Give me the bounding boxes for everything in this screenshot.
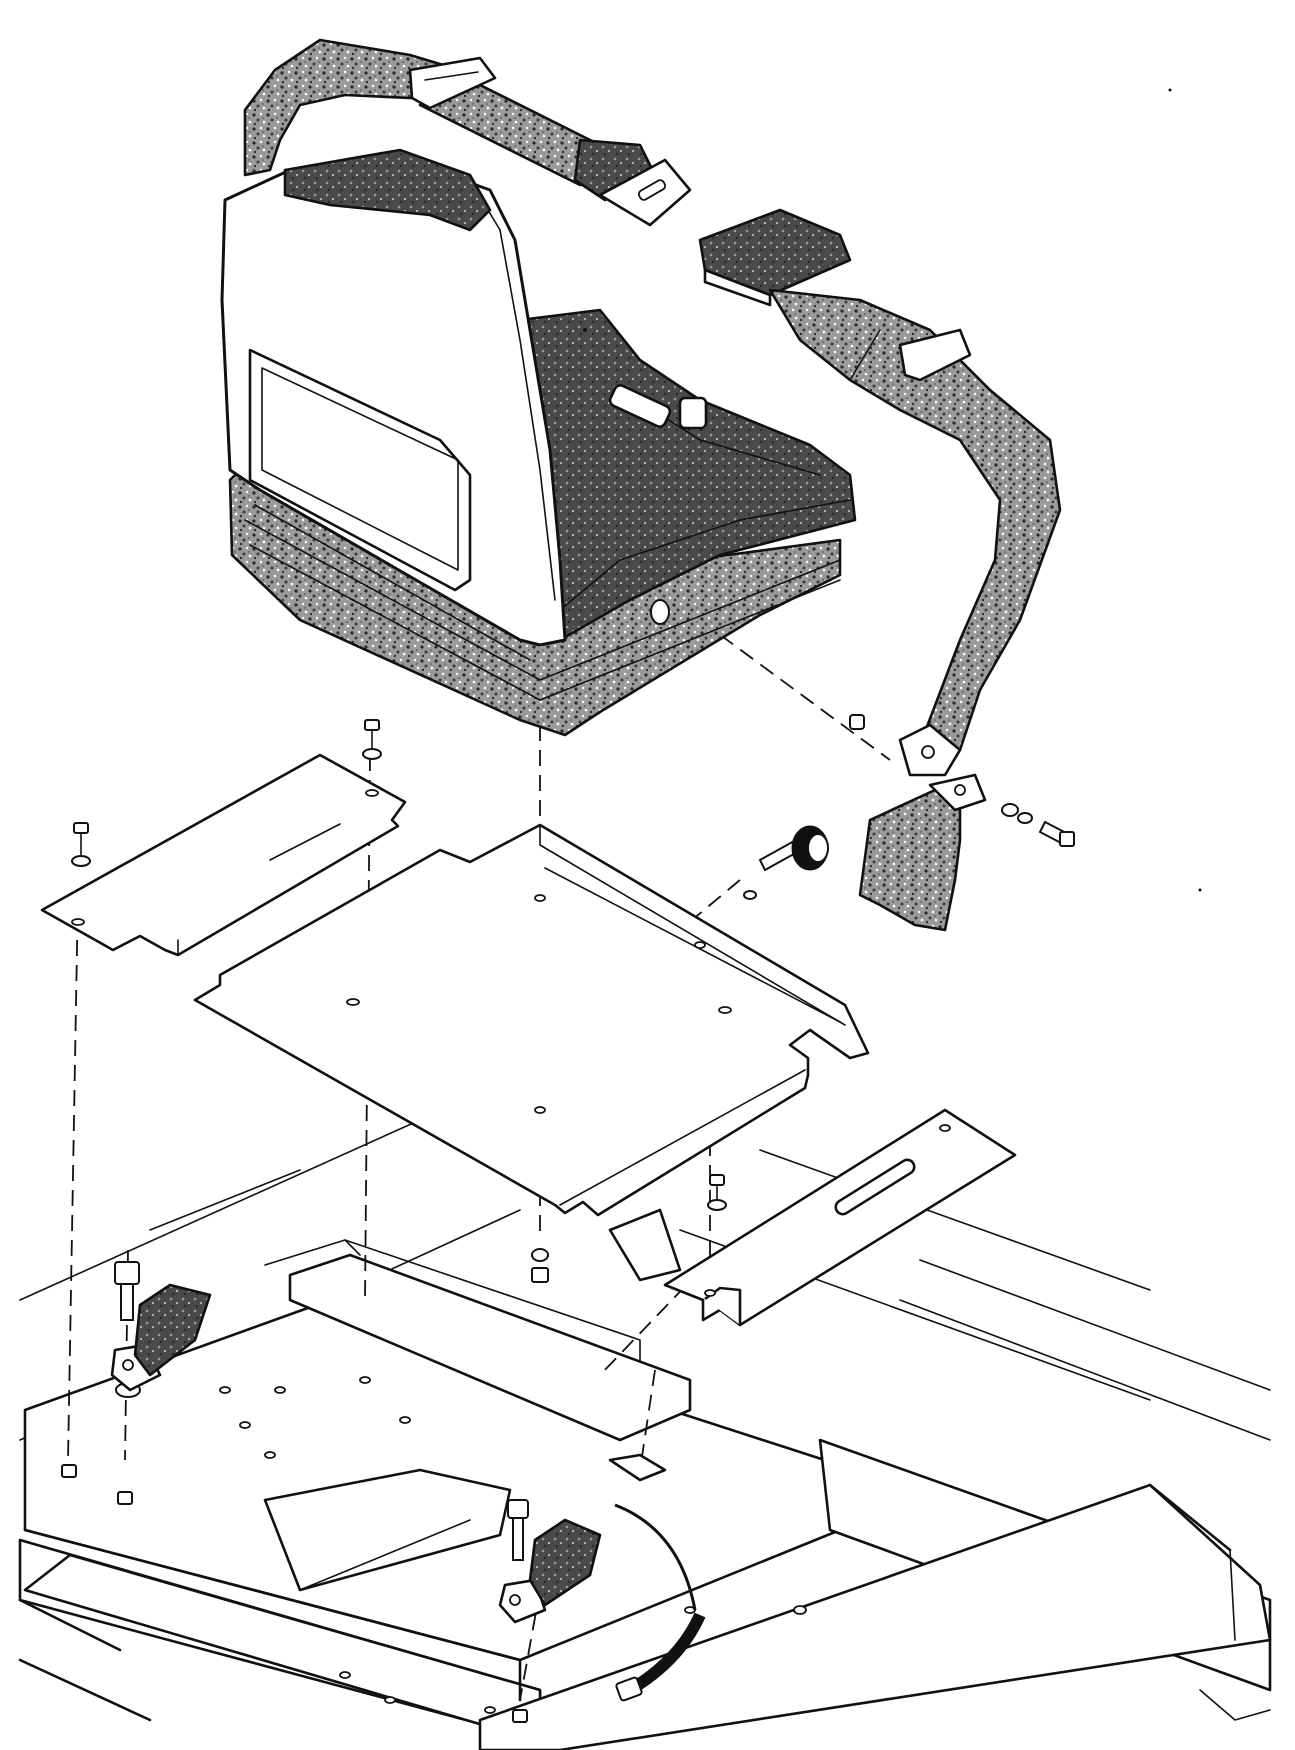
frame-holes — [219, 1376, 807, 1714]
assembly-guide-lines — [67, 619, 891, 1701]
bolt-icon — [707, 1174, 727, 1211]
seat-base-plate — [193, 823, 870, 1217]
seat-support-bracket — [288, 1208, 692, 1442]
knob-icon — [758, 825, 829, 872]
nut-icon — [531, 1267, 549, 1283]
rubber-mount-right — [498, 1518, 602, 1624]
seat-adjust-handle — [608, 384, 672, 428]
washer-icon — [1001, 803, 1019, 817]
rubber-mount-left — [110, 1283, 212, 1392]
bolt-icon — [71, 822, 91, 867]
seat-belt-left — [243, 38, 692, 227]
left-mounting-plate — [40, 753, 407, 957]
nut-icon — [512, 1709, 528, 1723]
spacer-icon — [849, 714, 865, 730]
bolt-icon — [362, 719, 382, 760]
bolt-icon — [114, 1261, 141, 1398]
right-mounting-plate — [663, 1108, 1017, 1327]
belt-adjuster — [408, 56, 497, 110]
hardware — [61, 714, 1075, 1723]
seat-belt-lower-anchor — [858, 773, 987, 932]
connector-icon — [615, 1676, 643, 1702]
nut-icon — [117, 1491, 133, 1505]
backrest-side-panel — [248, 348, 472, 592]
belt-strap-adjuster — [898, 328, 972, 382]
nut-icon — [61, 1464, 77, 1478]
wiring-harness — [608, 1453, 706, 1702]
seat-assembly — [220, 148, 857, 737]
seat-belt-right — [698, 208, 1062, 777]
